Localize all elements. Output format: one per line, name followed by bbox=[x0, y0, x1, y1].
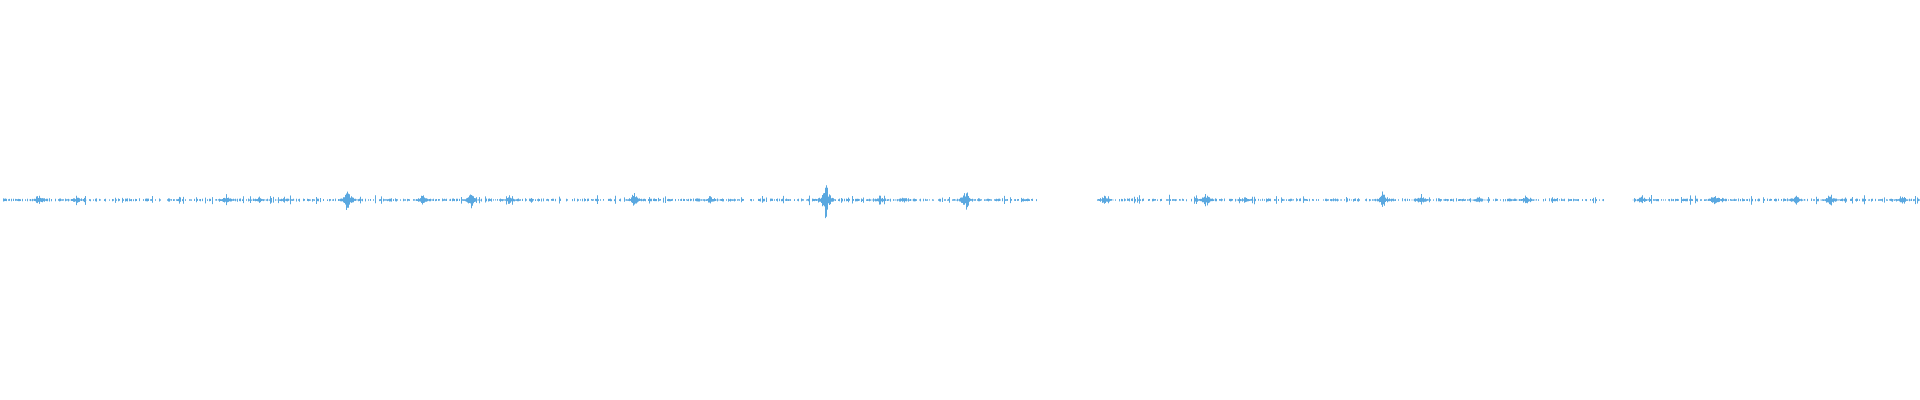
waveform-path bbox=[3, 185, 1920, 219]
waveform-samples bbox=[3, 185, 1920, 219]
